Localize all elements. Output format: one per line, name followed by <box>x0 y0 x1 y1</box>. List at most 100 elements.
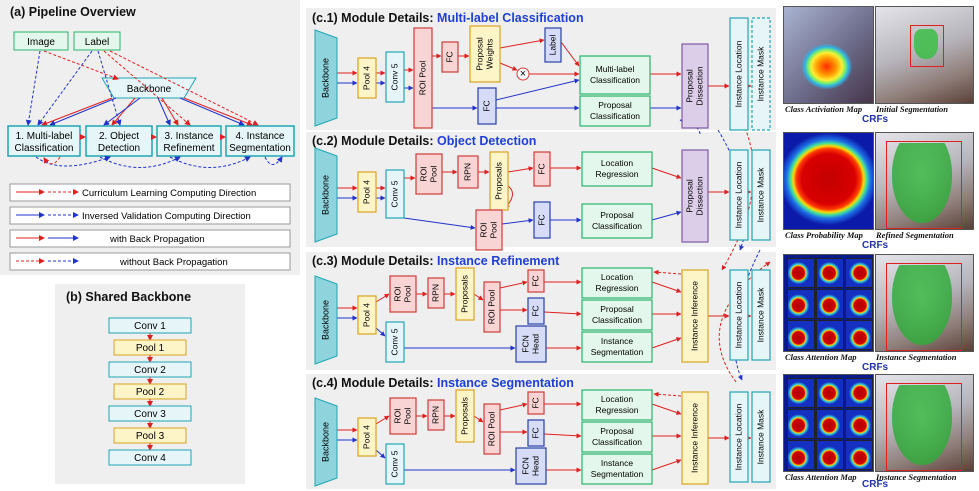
m4-fcn-head <box>515 447 547 485</box>
m3-fcn-head-label: FCN <box>520 335 530 352</box>
m2-pool4-label: Pool 4 <box>361 180 371 204</box>
attention-tile <box>845 378 873 408</box>
m3-instance-location-label: Instance Location <box>733 281 743 348</box>
m2-proposals-label: Proposals <box>493 162 503 200</box>
m3-fc2 <box>527 297 545 325</box>
m4-proposals <box>455 389 475 443</box>
m2-fc2 <box>533 201 551 239</box>
m1-instance-location-label: Instance Location <box>733 40 743 107</box>
m2-backbone-label: Backbone <box>320 175 330 215</box>
result-segmentation-1 <box>875 6 974 104</box>
result-caption-right-2: Refined Segmentation <box>876 230 954 240</box>
m1-instance-mask-label: Instance Mask <box>755 46 765 102</box>
backbone-layer-label: Conv 4 <box>134 453 166 464</box>
m1-instance-location <box>729 17 749 131</box>
result-map-3 <box>783 254 874 352</box>
m4-fc-label: FC <box>530 397 540 408</box>
m1-fc <box>441 41 459 73</box>
m1-fc2 <box>477 87 497 125</box>
result-caption-right-3: Instance Segmentation <box>876 352 957 362</box>
m4-location-regression <box>581 389 653 421</box>
m2-rpn <box>457 155 479 189</box>
m4-fc <box>527 391 545 415</box>
backbone-layer-label: Conv 1 <box>134 321 166 332</box>
m2-location-regression <box>581 151 653 187</box>
m2-backbone <box>314 147 338 243</box>
m2-roi-pool2 <box>475 209 503 251</box>
pipeline-overview-diagram: Image Label Backbone 1. Multi-label Clas… <box>7 31 295 271</box>
m1-proposal-dissection <box>681 43 709 129</box>
m4-location-regression-label: Location <box>601 394 633 404</box>
legend: Curriculum Learning Computing Direction … <box>9 183 291 271</box>
m4-location-regression-label: Regression <box>596 405 639 415</box>
m4-roi-pool <box>389 397 417 435</box>
attention-tile <box>816 378 844 408</box>
m2-conv5 <box>385 169 405 219</box>
stage-box-4 <box>225 125 295 157</box>
bounding-box <box>886 383 962 471</box>
m2-proposal-dissection <box>681 149 709 243</box>
backbone-layer-label: Conv 2 <box>134 365 166 376</box>
result-segmentation-3 <box>875 254 974 352</box>
result-caption-left-3: Class Attention Map <box>785 352 857 362</box>
stage-box-2 <box>85 125 153 157</box>
m3-roi-pool <box>389 275 417 313</box>
m4-instance-seg <box>581 453 653 485</box>
m2-proposal-dissection-label: Dissection <box>694 176 704 215</box>
label-box-label: Label <box>85 37 109 48</box>
m3-instance-mask <box>751 269 771 361</box>
m2-roi-pool2-label: Pool <box>488 221 498 238</box>
result-caption-left-2: Class Probability Map <box>785 230 863 240</box>
m3-location-regression-label: Location <box>601 272 633 282</box>
m1-roi-pool <box>413 27 433 129</box>
label-box <box>73 31 121 51</box>
attention-tile <box>787 409 815 439</box>
m4-instance-inference <box>681 391 709 485</box>
m4-proposal-cls <box>581 421 653 453</box>
m2-proposal-cls <box>581 203 653 239</box>
bounding-box <box>910 25 944 67</box>
stage-1-line1: 1. Multi-label <box>16 131 73 142</box>
legend-item-3: with Back Propagation <box>109 234 205 245</box>
result-caption-right-1: Initial Segmentation <box>876 104 949 114</box>
module-1-title: (c.1) Module Details: Multi-label Classi… <box>312 11 584 25</box>
module-2-name: Object Detection <box>437 134 537 148</box>
result-map-2 <box>783 132 874 230</box>
m3-roi-pool-label: ROI <box>392 286 402 301</box>
m1-instance-mask <box>751 17 771 131</box>
m1-multilabel-cls-label: Classification <box>590 75 640 85</box>
m4-instance-seg-label: Segmentation <box>591 469 644 479</box>
backbone-layer-label: Pool 1 <box>136 343 165 354</box>
m1-fc-label: FC <box>444 51 454 62</box>
m1-roi-pool-label: ROI Pool <box>417 61 427 96</box>
m4-instance-mask <box>751 391 771 483</box>
m3-proposals <box>455 267 475 321</box>
m3-location-regression-label: Regression <box>596 283 639 293</box>
m2-instance-mask <box>751 149 771 241</box>
stage-box-1 <box>7 125 81 157</box>
m3-rpn-label: RPN <box>430 284 440 302</box>
m3-fcn-head-label: Head <box>530 334 540 355</box>
m3-conv5-label: Conv 5 <box>389 328 399 355</box>
panel-b-title: (b) Shared Backbone <box>66 290 192 304</box>
m3-instance-seg-label: Segmentation <box>591 347 644 357</box>
m1-multiply-symbol: × <box>520 68 526 80</box>
result-map-4 <box>783 374 874 472</box>
attention-tile <box>787 258 815 288</box>
attention-tile <box>787 289 815 319</box>
m3-fc2-label: FC <box>530 305 540 316</box>
m4-fcn-head-label: FCN <box>520 457 530 474</box>
m3-conv5 <box>385 321 405 363</box>
backbone-layer-7 <box>108 449 192 466</box>
m1-multiply-node <box>516 67 530 81</box>
attention-tile <box>787 440 815 470</box>
crfs-label-3: CRFs <box>862 362 889 373</box>
m3-fc <box>527 269 545 293</box>
m3-backbone <box>314 275 338 365</box>
result-segmentation-4 <box>875 374 974 472</box>
stage-box-3 <box>156 125 222 157</box>
m1-multilabel-cls <box>579 55 651 95</box>
m2-proposal-dissection-label: Proposal <box>684 179 694 213</box>
m4-instance-mask-label: Instance Mask <box>755 409 765 465</box>
m2-pool4 <box>357 171 377 213</box>
